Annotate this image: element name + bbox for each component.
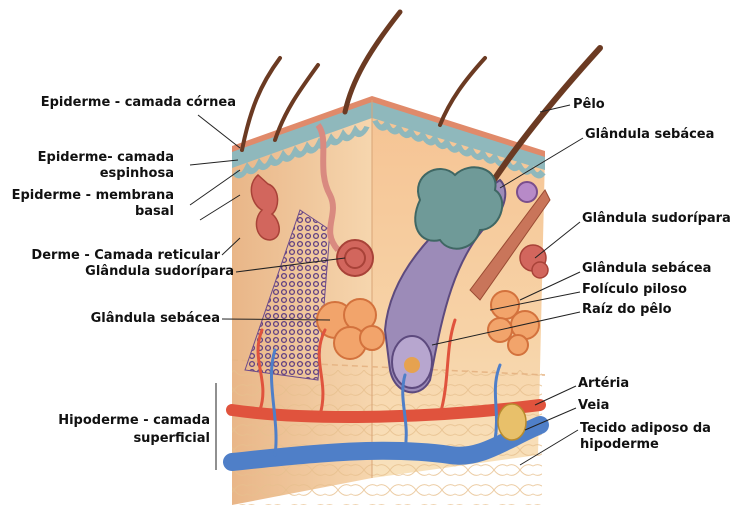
label-dermis-reticular: Derme - Camada reticular xyxy=(0,248,220,264)
label-hypodermis-1: Hipoderme - camada xyxy=(0,413,210,429)
label-sebaceous-gland-mid: Glândula sebácea xyxy=(582,261,711,277)
label-epidermis-spinosum-1: Epiderme- camada xyxy=(0,150,174,166)
label-hypodermis-2: superficial xyxy=(0,431,210,447)
label-vein: Veia xyxy=(578,398,609,414)
label-adipose-tissue-1: Tecido adiposo da xyxy=(580,421,711,437)
label-artery: Artéria xyxy=(578,376,629,392)
label-epidermis-basal-1: Epiderme - membrana xyxy=(0,188,174,204)
label-sweat-gland-left: Glândula sudorípara xyxy=(0,264,234,280)
label-epidermis-basal-2: basal xyxy=(0,204,174,220)
label-sebaceous-gland-left: Glândula sebácea xyxy=(0,311,220,327)
label-epidermis-spinosum-2: espinhosa xyxy=(0,166,174,182)
hair-4 xyxy=(440,58,485,125)
adipose-lobule xyxy=(498,404,526,440)
label-hair-follicle: Folículo piloso xyxy=(582,282,687,298)
label-hair: Pêlo xyxy=(573,97,605,113)
label-hair-root: Raíz do pêlo xyxy=(582,302,672,318)
label-epidermis-cornea: Epiderme - camada córnea xyxy=(0,95,236,111)
label-sweat-gland-right: Glândula sudorípara xyxy=(582,211,731,227)
sebaceous-gland-small xyxy=(517,182,537,202)
label-adipose-tissue-2: hipoderme xyxy=(580,437,659,453)
label-sebaceous-gland-top: Glândula sebácea xyxy=(585,127,714,143)
